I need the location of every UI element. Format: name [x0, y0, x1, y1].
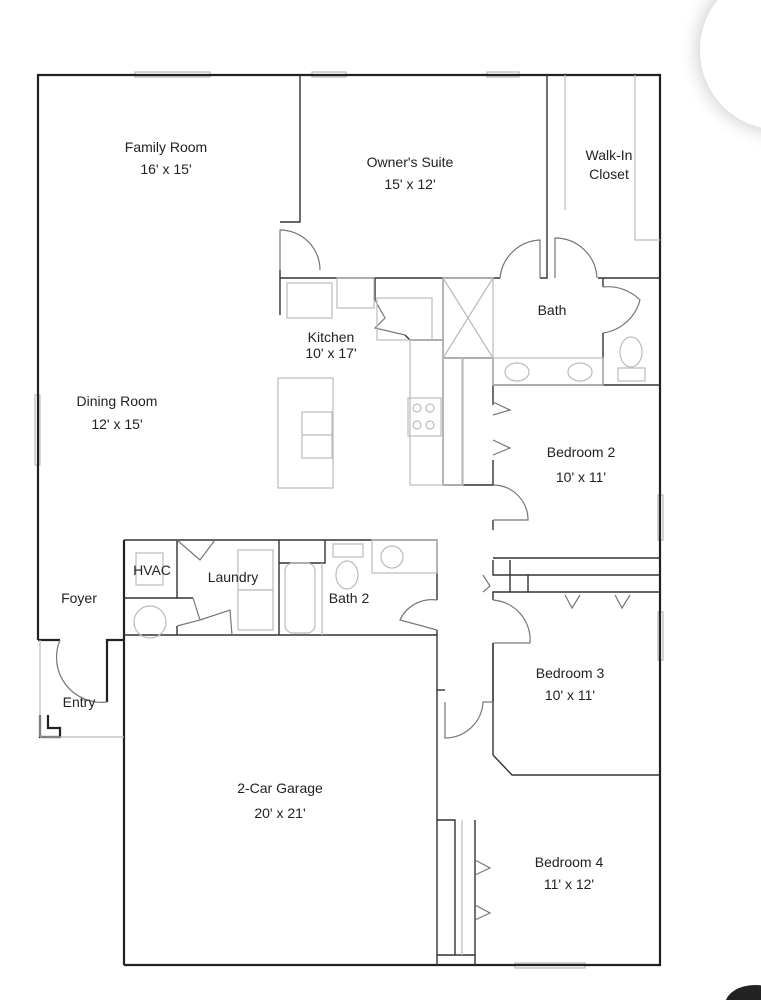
garage-size: 20' x 21': [254, 805, 305, 821]
dining-room-label: Dining Room: [77, 393, 158, 409]
foyer-label: Foyer: [61, 590, 97, 606]
laundry-label: Laundry: [208, 569, 259, 585]
walk-in-closet-label: Walk-In: [586, 147, 633, 163]
bedroom-2-label: Bedroom 2: [547, 444, 616, 460]
fixtures: [133, 75, 660, 955]
bedroom-4-label: Bedroom 4: [535, 854, 604, 870]
garage-label: 2-Car Garage: [237, 780, 323, 796]
exterior-walls: [36, 73, 662, 967]
walk-in-closet-label-2: Closet: [589, 166, 629, 182]
bath-2-label: Bath 2: [329, 590, 370, 606]
family-room-size: 16' x 15': [140, 161, 191, 177]
bedroom-3-label: Bedroom 3: [536, 665, 605, 681]
interior-walls: [124, 75, 660, 965]
owners-suite-size: 15' x 12': [384, 176, 435, 192]
bedroom-3-size: 10' x 11': [545, 687, 595, 703]
room-labels: Family Room 16' x 15' Owner's Suite 15' …: [61, 139, 632, 892]
windows: [34, 71, 664, 969]
hvac-label: HVAC: [133, 562, 171, 578]
owners-suite-label: Owner's Suite: [367, 154, 454, 170]
entry-label: Entry: [63, 694, 96, 710]
bedroom-4-size: 11' x 12': [544, 876, 594, 892]
overlay-circle-button[interactable]: [700, 0, 761, 130]
kitchen-label: Kitchen: [308, 329, 355, 345]
bedroom-2-size: 10' x 11': [556, 469, 606, 485]
dining-room-size: 12' x 15': [91, 416, 142, 432]
bath-label: Bath: [538, 302, 567, 318]
kitchen-size: 10' x 17': [305, 345, 356, 361]
family-room-label: Family Room: [125, 139, 207, 155]
corner-button[interactable]: [725, 985, 761, 1000]
door-swings: [55, 229, 641, 921]
